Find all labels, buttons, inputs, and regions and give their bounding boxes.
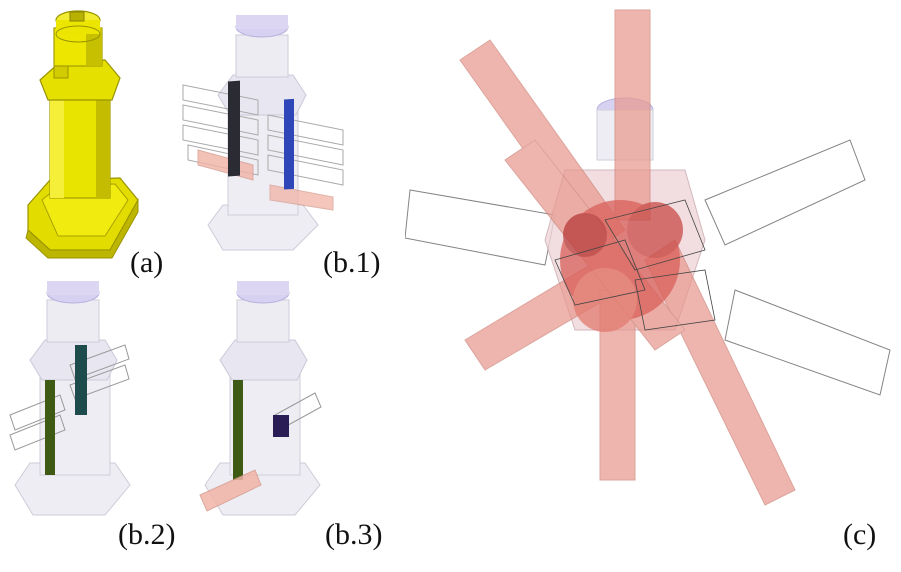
label-b2: (b.2) bbox=[118, 518, 176, 551]
panel-b1 bbox=[178, 5, 348, 255]
yellow-part-illustration bbox=[25, 10, 139, 259]
label-c: (c) bbox=[843, 518, 877, 551]
exploded-rods-illustration bbox=[405, 9, 891, 506]
label-b3: (b.3) bbox=[325, 518, 383, 551]
panel-c bbox=[405, 0, 895, 515]
panel-b2 bbox=[5, 275, 155, 525]
panel-b3 bbox=[195, 275, 345, 525]
ghost-part-b2-illustration bbox=[9, 281, 131, 516]
ghost-part-b1-illustration bbox=[182, 15, 344, 251]
panel-a bbox=[20, 0, 140, 260]
label-b1: (b.1) bbox=[323, 246, 381, 279]
ghost-part-b3-illustration bbox=[199, 281, 322, 516]
label-a: (a) bbox=[130, 246, 164, 279]
